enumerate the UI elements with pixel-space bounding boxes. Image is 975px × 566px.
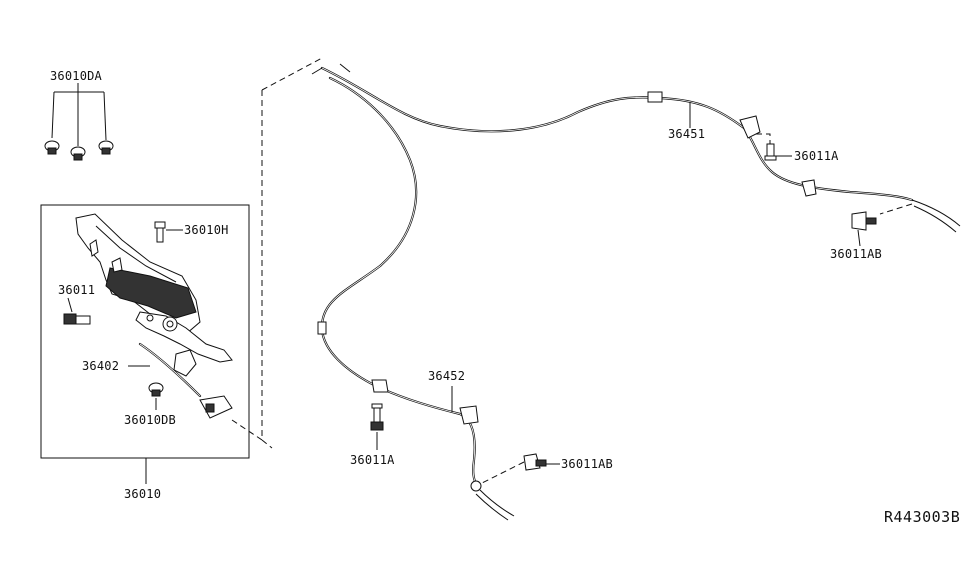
switch-icon — [63, 313, 91, 325]
label-36011A-bottom: 36011A — [350, 453, 395, 467]
connection-dashed-lines — [231, 57, 913, 485]
part-36452[interactable]: 36452 — [317, 76, 515, 521]
label-36010DB: 36010DB — [124, 413, 176, 427]
nut-icon — [44, 140, 60, 155]
part-36451[interactable]: 36451 — [311, 63, 961, 233]
push-clip-icon — [523, 453, 547, 471]
cable-coupler-icon — [647, 91, 663, 103]
nut-icon — [70, 146, 86, 161]
part-36010DA-group[interactable]: 36010DA — [44, 69, 114, 161]
label-36010H: 36010H — [184, 223, 229, 237]
nut-icon — [148, 382, 164, 397]
cable-bracket-icon — [459, 405, 479, 425]
part-36011AB-bottom[interactable]: 36011AB — [523, 453, 613, 471]
part-36011[interactable]: 36011 — [58, 283, 95, 325]
part-36011AB-right[interactable]: 36011AB — [830, 211, 882, 261]
label-36011A-top: 36011A — [794, 149, 839, 163]
label-36010: 36010 — [124, 487, 161, 501]
label-36402: 36402 — [82, 359, 119, 373]
label-36452: 36452 — [428, 369, 465, 383]
nut-icon — [98, 140, 114, 155]
label-36011AB-right: 36011AB — [830, 247, 882, 261]
parking-brake-lever-icon — [75, 213, 233, 363]
label-36011: 36011 — [58, 283, 95, 297]
cable-clip-icon — [371, 379, 389, 393]
push-clip-icon — [851, 211, 877, 231]
label-36451: 36451 — [668, 127, 705, 141]
part-36402[interactable]: 36402 — [82, 342, 233, 419]
label-36010DA: 36010DA — [50, 69, 103, 83]
cable-end-icon — [199, 395, 233, 419]
bracket-icon — [173, 349, 197, 377]
bolt-icon — [370, 403, 384, 431]
bolt-icon — [154, 221, 166, 243]
cable-end-ring-icon — [470, 480, 482, 492]
bolt-icon — [764, 143, 777, 161]
cable-clip-icon — [801, 179, 817, 197]
part-36010[interactable]: 36010 — [124, 458, 161, 501]
part-36011A-bottom[interactable]: 36011A — [350, 403, 395, 467]
lever-assembly-box — [40, 204, 250, 459]
diagram-reference-code: R443003B — [884, 508, 960, 526]
part-36010H[interactable]: 36010H — [154, 221, 229, 243]
label-36011AB-bottom: 36011AB — [561, 457, 613, 471]
part-36010DB[interactable]: 36010DB — [124, 382, 176, 427]
cable-bracket-icon — [739, 115, 761, 139]
grommet-icon — [317, 321, 327, 335]
part-36011A-top[interactable]: 36011A — [756, 133, 839, 163]
